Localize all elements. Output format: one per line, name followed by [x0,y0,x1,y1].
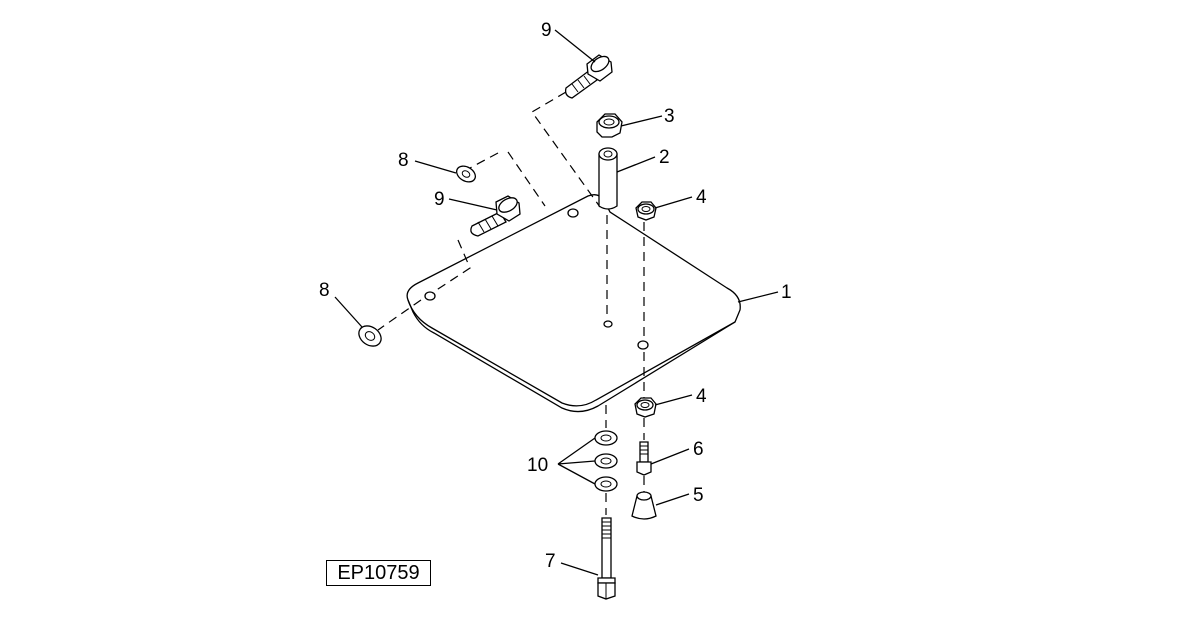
mounting-plate [406,194,741,413]
upper-bolt [564,54,613,99]
washer-stack [594,430,618,492]
upper-right-nut [635,201,657,221]
plate-hole-top [567,208,579,218]
lower-washer [358,325,382,347]
rubber-bumper [631,491,657,520]
callout-3: 3 [664,106,675,127]
callout-6: 6 [693,439,704,460]
callout-9-lower: 9 [434,189,445,210]
callout-9-upper: 9 [541,20,552,41]
spacer-tube [598,147,618,210]
callout-8-upper: 8 [398,150,409,171]
callout-5: 5 [693,485,704,506]
leader-lines [334,29,779,576]
top-nut [596,113,623,138]
callout-8-lower: 8 [319,280,330,301]
callout-4-lower: 4 [696,386,707,407]
callout-1: 1 [781,282,792,303]
assembly-lines [377,91,645,515]
callout-10: 10 [527,455,548,476]
upper-washer [456,165,476,183]
figure-reference-id: EP10759 [326,560,431,586]
long-bolt [597,517,616,600]
short-screw [636,441,652,476]
lower-bolt [470,195,521,237]
plate-hole-right [637,340,649,350]
callout-2: 2 [659,147,670,168]
callout-labels: 9 3 2 4 1 8 9 8 4 6 5 10 7 [319,20,792,572]
callout-7: 7 [545,551,556,572]
plate-hole-center [603,320,613,328]
callout-4-upper: 4 [696,187,707,208]
plate-hole-left [424,291,436,301]
lower-right-nut [634,397,657,418]
